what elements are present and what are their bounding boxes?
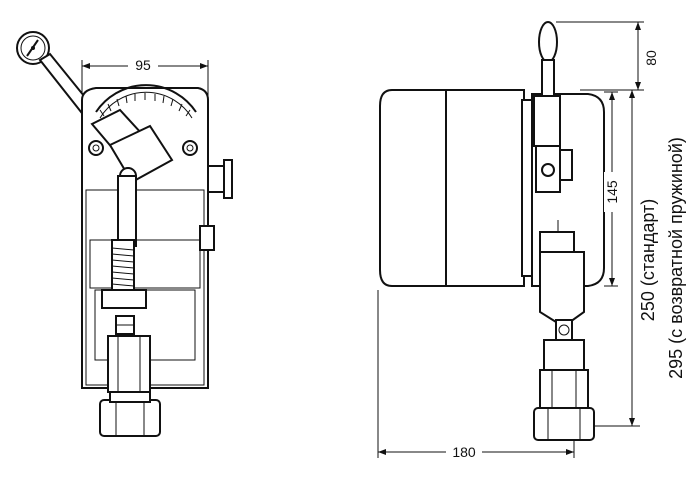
screw-left-icon	[88, 140, 104, 156]
dim-label-145: 145	[604, 180, 620, 204]
lever-knob-icon	[538, 21, 558, 97]
dim-label-295: 295 (с возвратной пружиной)	[666, 137, 686, 379]
dim-label-80: 80	[643, 50, 659, 66]
dim-label-180: 180	[452, 444, 476, 460]
dimension-250-295: 250 (стандарт) 295 (с возвратной пружино…	[594, 90, 686, 427]
screw-right-icon	[182, 140, 198, 156]
dimension-80: 80	[556, 21, 659, 91]
front-housing	[81, 87, 209, 389]
dimension-145: 145	[604, 91, 620, 287]
front-view: 95	[16, 31, 233, 437]
gauge-icon	[16, 31, 50, 65]
dimension-180: 180	[377, 290, 575, 460]
motor-cylinder	[379, 89, 447, 287]
dim-label-250: 250 (стандарт)	[638, 199, 658, 321]
dimension-95: 95	[81, 56, 209, 100]
side-view	[379, 21, 605, 441]
dim-label-95: 95	[135, 57, 151, 73]
